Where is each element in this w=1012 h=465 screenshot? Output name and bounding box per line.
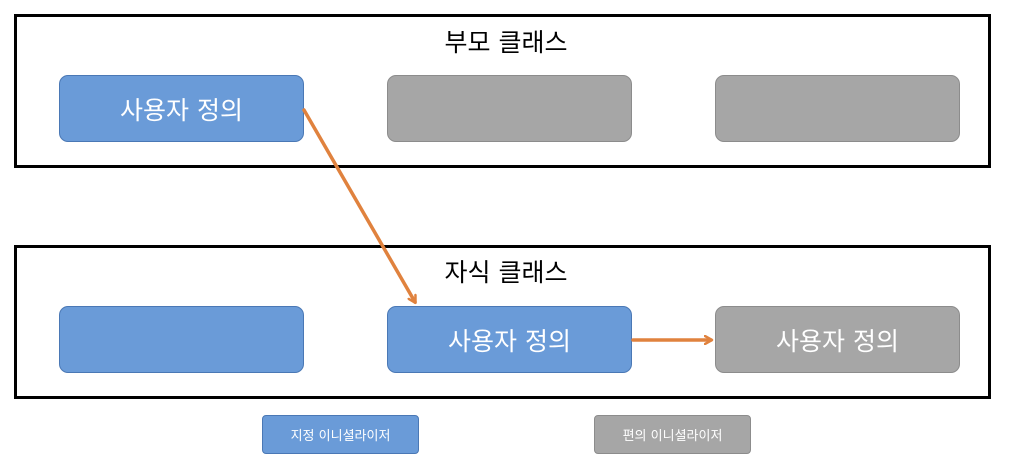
legend-label: 지정 이니셜라이저 — [290, 429, 391, 444]
box-label: 사용자 정의 — [448, 326, 571, 356]
child-designated-initializer-1 — [59, 306, 304, 373]
box-label: 사용자 정의 — [120, 95, 243, 125]
parent-convenience-initializer-2 — [715, 75, 960, 142]
legend-designated-initializer: 지정 이니셜라이저 — [262, 415, 419, 454]
parent-class-title: 부모 클래스 — [444, 28, 568, 57]
child-convenience-initializer-custom: 사용자 정의 — [715, 306, 960, 373]
legend-convenience-initializer: 편의 이니셜라이저 — [594, 415, 751, 454]
parent-convenience-initializer-1 — [387, 75, 632, 142]
child-designated-initializer-custom: 사용자 정의 — [387, 306, 632, 373]
parent-designated-initializer-custom: 사용자 정의 — [59, 75, 304, 142]
legend-label: 편의 이니셜라이저 — [622, 429, 723, 444]
child-class-title: 자식 클래스 — [444, 258, 568, 287]
box-label: 사용자 정의 — [776, 326, 899, 356]
